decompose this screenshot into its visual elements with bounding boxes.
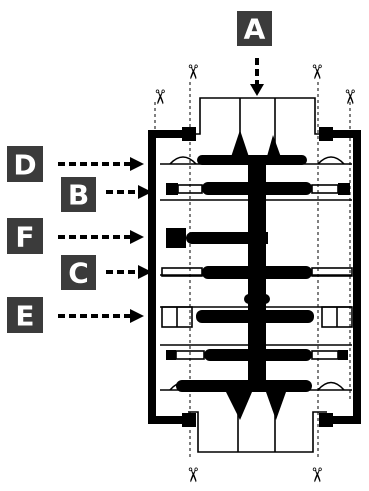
row-mid — [244, 294, 270, 304]
label-c: C — [61, 255, 96, 290]
label-c-text: C — [68, 257, 89, 290]
scissors-icon: ✂ — [181, 64, 205, 81]
row-b — [166, 182, 350, 195]
arrow-e — [58, 309, 144, 323]
bottom-opening — [188, 395, 327, 453]
scissors-icon: ✂ — [181, 467, 205, 484]
arrow-f — [58, 230, 144, 244]
row-lower — [166, 349, 348, 361]
label-b: B — [61, 177, 96, 212]
scissors-icon: ✂ — [338, 89, 362, 106]
label-a: A — [237, 11, 272, 46]
scissors-icons: ✂ ✂ ✂ ✂ ✂ ✂ — [148, 64, 362, 484]
label-f: F — [7, 218, 43, 254]
arrow-a — [250, 58, 264, 96]
label-e-text: E — [15, 300, 34, 333]
row-f — [166, 228, 268, 248]
arrow-b — [106, 185, 152, 199]
row-c — [161, 266, 353, 279]
scissors-icon: ✂ — [148, 89, 172, 106]
label-b-text: B — [68, 179, 89, 212]
label-a-text: A — [244, 13, 266, 46]
label-e: E — [7, 297, 43, 333]
row-top — [169, 155, 345, 165]
label-f-text: F — [15, 221, 34, 254]
outer-frame — [148, 127, 361, 427]
scissors-icon: ✂ — [305, 467, 329, 484]
arrow-d — [58, 157, 144, 171]
scissors-icon: ✂ — [305, 64, 329, 81]
row-e — [161, 306, 353, 328]
top-opening — [188, 97, 327, 160]
row-bottom — [169, 380, 345, 392]
label-d-text: D — [13, 149, 36, 182]
label-d: D — [7, 146, 43, 182]
arrow-c — [106, 265, 152, 279]
